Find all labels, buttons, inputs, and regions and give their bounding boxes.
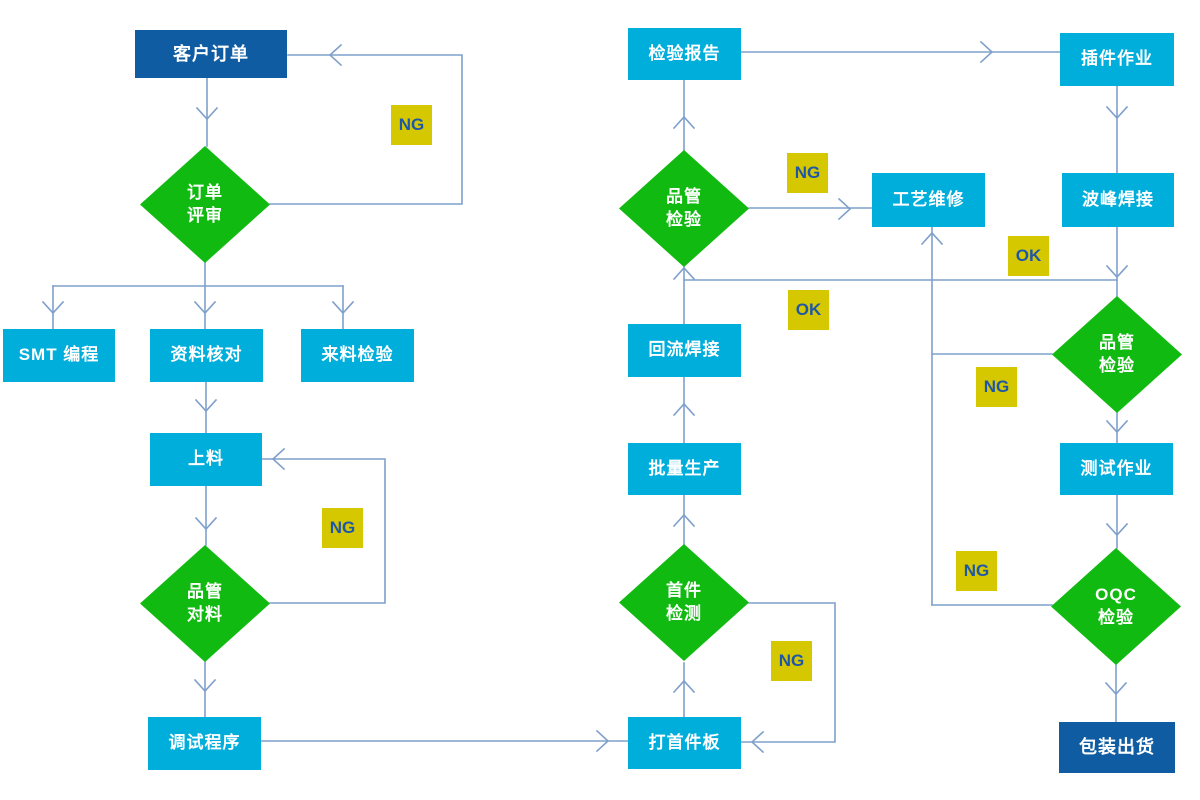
- arrowhead-down-icon: [1105, 264, 1129, 279]
- arrowhead-up-icon: [672, 115, 696, 130]
- connector-order-review-ng-to-customer-order: [269, 54, 463, 205]
- node-data-check: 资料核对: [150, 329, 263, 382]
- label-ng-order-loop: NG: [391, 105, 432, 145]
- arrowhead-up-icon: [672, 266, 696, 281]
- node-test-operation: 测试作业: [1060, 443, 1173, 495]
- label-ng-oqc: NG: [956, 551, 997, 591]
- arrowhead-left-icon: [750, 730, 765, 754]
- arrowheads: [41, 40, 1129, 754]
- arrowhead-up-icon: [920, 231, 944, 246]
- arrowhead-up-icon: [672, 679, 696, 694]
- arrowhead-right-icon: [837, 197, 852, 221]
- node-inspection-report: 检验报告: [628, 28, 741, 80]
- label-ng-materials-loop: NG: [322, 508, 363, 548]
- node-reflow-soldering: 回流焊接: [628, 324, 741, 377]
- arrowhead-left-icon: [271, 447, 286, 471]
- arrowhead-left-icon: [328, 43, 343, 67]
- node-loading: 上料: [150, 433, 262, 486]
- arrowhead-up-icon: [672, 513, 696, 528]
- arrowhead-right-icon: [595, 729, 610, 753]
- node-plugin-operation: 插件作业: [1060, 33, 1174, 86]
- label-ng-right-qc: NG: [976, 367, 1017, 407]
- connector-first-article-ng-to-first-board: [740, 602, 836, 743]
- node-smt-programming: SMT 编程: [3, 329, 115, 382]
- node-batch-production: 批量生产: [628, 443, 741, 495]
- arrowhead-down-icon: [193, 300, 217, 315]
- label-ng-first-article: NG: [771, 641, 812, 681]
- arrowhead-down-icon: [194, 398, 218, 413]
- node-process-repair: 工艺维修: [872, 173, 985, 227]
- arrowhead-up-icon: [672, 402, 696, 417]
- arrowhead-down-icon: [41, 300, 65, 315]
- node-debug-program: 调试程序: [148, 717, 261, 770]
- node-incoming-inspection: 来料检验: [301, 329, 414, 382]
- label-ok-wave: OK: [1008, 236, 1049, 276]
- arrowhead-down-icon: [194, 516, 218, 531]
- arrowhead-down-icon: [1104, 681, 1128, 696]
- node-customer-order: 客户订单: [135, 30, 287, 78]
- arrowhead-down-icon: [331, 300, 355, 315]
- node-wave-soldering: 波峰焊接: [1062, 173, 1174, 227]
- node-packing-shipping: 包装出货: [1059, 722, 1175, 773]
- arrowhead-down-icon: [1105, 419, 1129, 434]
- label-ok-mid: OK: [788, 290, 829, 330]
- connector-qc-materials-ng-to-loading: [261, 458, 386, 604]
- node-first-board: 打首件板: [628, 717, 741, 769]
- connector-lines: [52, 51, 1118, 743]
- arrowhead-down-icon: [195, 106, 219, 121]
- arrowhead-down-icon: [193, 678, 217, 693]
- label-ng-mid-qc: NG: [787, 153, 828, 193]
- arrowhead-down-icon: [1105, 522, 1129, 537]
- arrowhead-right-icon: [979, 40, 994, 64]
- arrowhead-down-icon: [1105, 105, 1129, 120]
